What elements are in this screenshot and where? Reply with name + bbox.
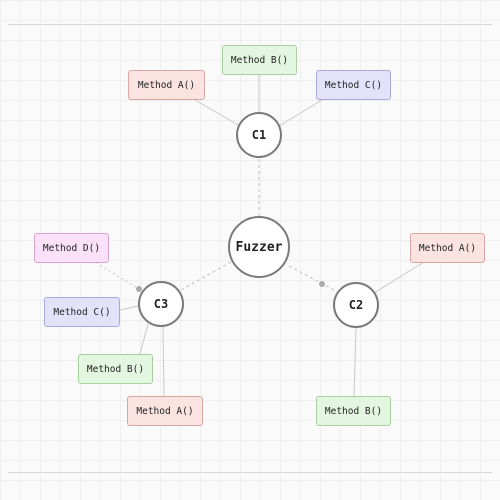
method-label: Method A() bbox=[136, 405, 194, 417]
class-label-c1: C1 bbox=[251, 128, 267, 142]
method-label: Method B() bbox=[86, 363, 145, 375]
method-label: Method C() bbox=[324, 79, 383, 91]
method-label: Method A() bbox=[137, 79, 196, 91]
top-divider bbox=[8, 24, 492, 25]
c3-method-a[interactable]: Method A() bbox=[127, 396, 203, 426]
edge-fuzzer-c2 bbox=[288, 265, 335, 291]
c1-method-a[interactable]: Method A() bbox=[128, 70, 205, 100]
connector-dot bbox=[319, 281, 325, 287]
edge-c3-method-d bbox=[94, 261, 141, 291]
c2-method-a[interactable]: Method A() bbox=[410, 233, 485, 263]
c3-method-c[interactable]: Method C() bbox=[44, 297, 120, 327]
connector-dot bbox=[136, 286, 142, 292]
edge-c3-method-c bbox=[119, 305, 139, 311]
method-label: Method B() bbox=[230, 54, 289, 66]
edge-c2-method-b bbox=[353, 327, 357, 397]
edge-c3-method-b bbox=[139, 323, 149, 355]
edge-fuzzer-c3 bbox=[180, 261, 232, 291]
class-node-c2[interactable]: C2 bbox=[333, 282, 379, 328]
bottom-divider bbox=[8, 472, 492, 473]
edge-c2-method-a bbox=[373, 261, 425, 294]
edge-c1-method-c bbox=[278, 99, 323, 127]
fuzzer-label: Fuzzer bbox=[235, 239, 283, 255]
method-label: Method C() bbox=[53, 306, 111, 318]
c2-method-b[interactable]: Method B() bbox=[316, 396, 391, 426]
edge-c1-method-a bbox=[194, 99, 241, 127]
class-node-c1[interactable]: C1 bbox=[236, 112, 282, 158]
class-label-c3: C3 bbox=[153, 297, 169, 311]
c3-method-b[interactable]: Method B() bbox=[78, 354, 153, 384]
edge-c3-method-a bbox=[162, 326, 165, 397]
class-node-c3[interactable]: C3 bbox=[138, 281, 184, 327]
c1-method-c[interactable]: Method C() bbox=[316, 70, 391, 100]
c3-method-d[interactable]: Method D() bbox=[34, 233, 109, 263]
fuzzer-node[interactable]: Fuzzer bbox=[228, 216, 290, 278]
c1-method-b[interactable]: Method B() bbox=[222, 45, 297, 75]
class-label-c2: C2 bbox=[348, 298, 364, 312]
method-label: Method D() bbox=[42, 242, 101, 254]
method-label: Method B() bbox=[324, 405, 383, 417]
method-label: Method A() bbox=[418, 242, 477, 254]
